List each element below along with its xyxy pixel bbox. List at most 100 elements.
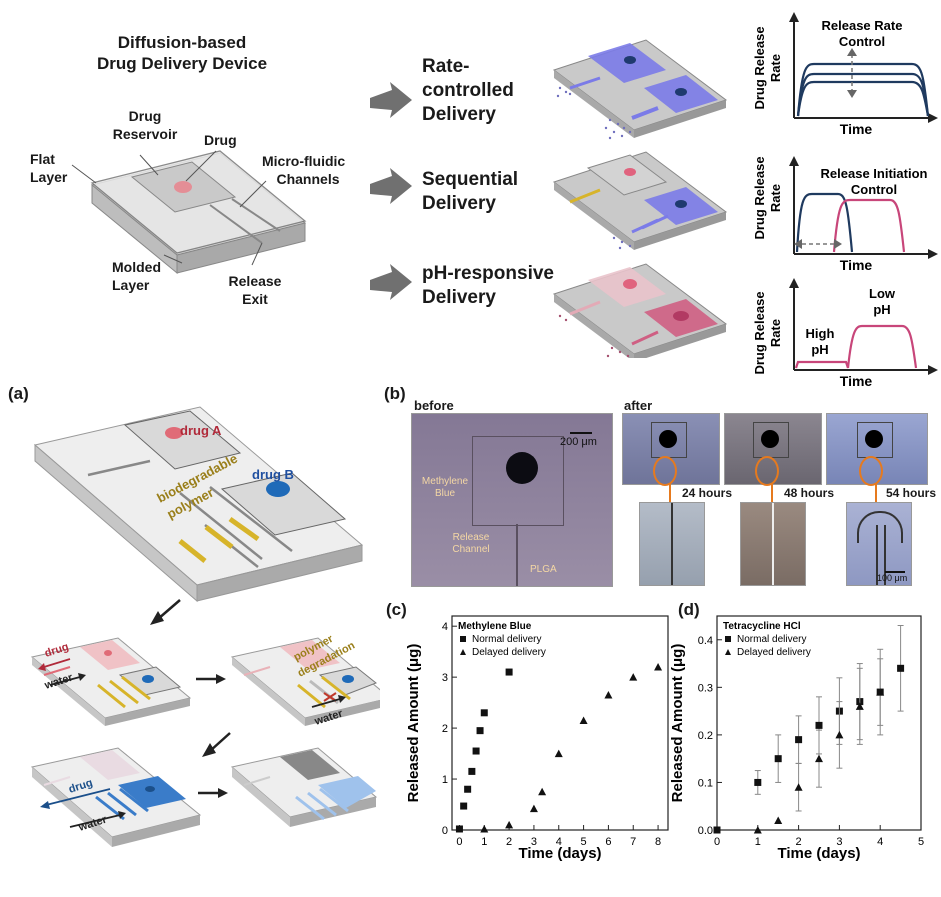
label-flat-layer: Flat Layer	[30, 150, 67, 186]
scale-small-label: 100 μm	[877, 573, 908, 583]
y-tick-label: 2	[442, 723, 448, 735]
label-drug-reservoir: Drug Reservoir	[90, 107, 200, 143]
reservoir-outline	[472, 436, 564, 526]
highlight-circle	[653, 456, 677, 486]
mini-plot2-xlabel: Time	[840, 257, 873, 273]
step4-device	[230, 747, 378, 827]
release-channel-line2: Channel	[452, 544, 490, 555]
mini-plot-ph	[789, 278, 938, 375]
x-tick-label: 2	[796, 836, 802, 848]
scale-bar	[570, 432, 592, 434]
mini-plot1-ylabel2: Rate	[768, 54, 783, 82]
point-delayed	[654, 662, 663, 671]
point-normal	[480, 709, 488, 717]
point-normal	[472, 747, 480, 755]
legend-normal-marker	[460, 636, 466, 642]
point-delayed	[774, 816, 783, 824]
before-micrograph: 200 μm Methylene Blue Release Channel PL…	[411, 413, 613, 587]
big-device	[33, 406, 364, 603]
device-ph-responsive	[552, 263, 728, 358]
plga-label: PLGA	[530, 564, 557, 575]
legend-delayed-label: Delayed delivery	[737, 647, 811, 658]
arrow-right-icon	[370, 82, 412, 118]
x-tick-label: 5	[581, 836, 587, 848]
legend-delayed-label: Delayed delivery	[472, 647, 546, 658]
mode-rate-line3: Delivery	[422, 104, 496, 125]
mini-plot1-ylabel1: Drug Release	[752, 26, 767, 109]
point-delayed	[876, 688, 885, 696]
x-tick-label: 7	[630, 836, 636, 848]
x-tick-label: 4	[877, 836, 883, 848]
x-tick-label: 3	[531, 836, 537, 848]
point-delayed	[794, 783, 803, 791]
x-tick-label: 2	[506, 836, 512, 848]
device-schematic	[71, 150, 307, 275]
step3-device	[30, 747, 202, 847]
mode-sequential-line1: Sequential	[422, 169, 519, 190]
point-delayed	[629, 673, 638, 681]
step2-device	[230, 637, 380, 726]
legend-normal-label: Normal delivery	[472, 634, 541, 645]
time-label-24h: 24 hours	[682, 486, 733, 500]
zoom-connectors	[669, 483, 877, 503]
point-delayed	[855, 702, 864, 710]
point-normal	[713, 826, 721, 834]
point-delayed	[835, 730, 844, 739]
mode-ph-line2: Delivery	[422, 287, 496, 308]
chart-c-frame	[451, 615, 669, 831]
methylene-line1: Methylene	[421, 476, 469, 487]
drug-a-label: drug A	[180, 423, 222, 438]
device-title-line2: Drug Delivery Device	[96, 54, 268, 73]
y-tick-label: 0.4	[698, 635, 713, 647]
after-micrograph-48h	[724, 413, 822, 486]
point-delayed	[538, 787, 547, 796]
arrow-right-icon	[216, 674, 226, 684]
y-tick-label: 0.3	[698, 682, 713, 694]
mode-sequential-line2: Delivery	[422, 193, 496, 214]
chart-d-frame	[716, 615, 922, 831]
point-normal	[455, 825, 463, 833]
x-tick-label: 6	[605, 836, 611, 848]
label-molded-layer: Molded Layer	[112, 258, 161, 294]
point-delayed	[579, 716, 588, 724]
channel-2	[231, 198, 281, 232]
chart-c-points	[455, 662, 663, 833]
mode-rate-controlled: Rate- controlled Delivery	[422, 55, 514, 127]
methylene-blue-dot	[506, 452, 538, 484]
time-label-48h: 48 hours	[784, 486, 835, 500]
device-rate-controlled	[552, 39, 728, 140]
release-channel-line1: Release	[452, 532, 490, 543]
chart-c-title: Methylene Blue	[458, 621, 532, 632]
point-delayed	[604, 690, 613, 699]
label-release-exit-line2: Exit	[242, 291, 268, 307]
mode-rate-line2: controlled	[422, 80, 514, 101]
point-normal	[505, 668, 513, 676]
chart-c-ylabel: Released Amount (μg)	[405, 644, 422, 803]
device-sequential	[552, 151, 728, 250]
mini-plot1-xlabel: Time	[840, 121, 873, 137]
x-tick-label: 0	[714, 836, 720, 848]
label-flat-layer-line1: Flat	[30, 151, 55, 167]
label-microfluidic-line1: Micro-fluidic	[262, 153, 346, 169]
drug-b-label: drug B	[252, 467, 294, 482]
point-delayed	[554, 749, 563, 758]
point-delayed	[815, 754, 823, 763]
chart-d-xlabel: Time (days)	[777, 845, 860, 862]
label-microfluidic: Micro-fluidic Channels	[262, 152, 354, 188]
x-tick-label: 4	[556, 836, 562, 848]
drug-dot	[174, 181, 192, 193]
channel-1	[209, 204, 263, 244]
mini-plot-sequential	[789, 156, 938, 259]
x-tick-label: 1	[755, 836, 761, 848]
mini-plot-rate	[789, 12, 938, 123]
legend-delayed-marker	[460, 649, 466, 655]
mode-sequential: Sequential Delivery	[422, 168, 518, 216]
point-normal	[476, 727, 484, 735]
y-tick-label: 3	[442, 672, 448, 684]
panel-a-illustration: drug A drug B biodegradable polymer drug…	[30, 406, 380, 847]
legend-delayed-marker	[725, 649, 731, 655]
